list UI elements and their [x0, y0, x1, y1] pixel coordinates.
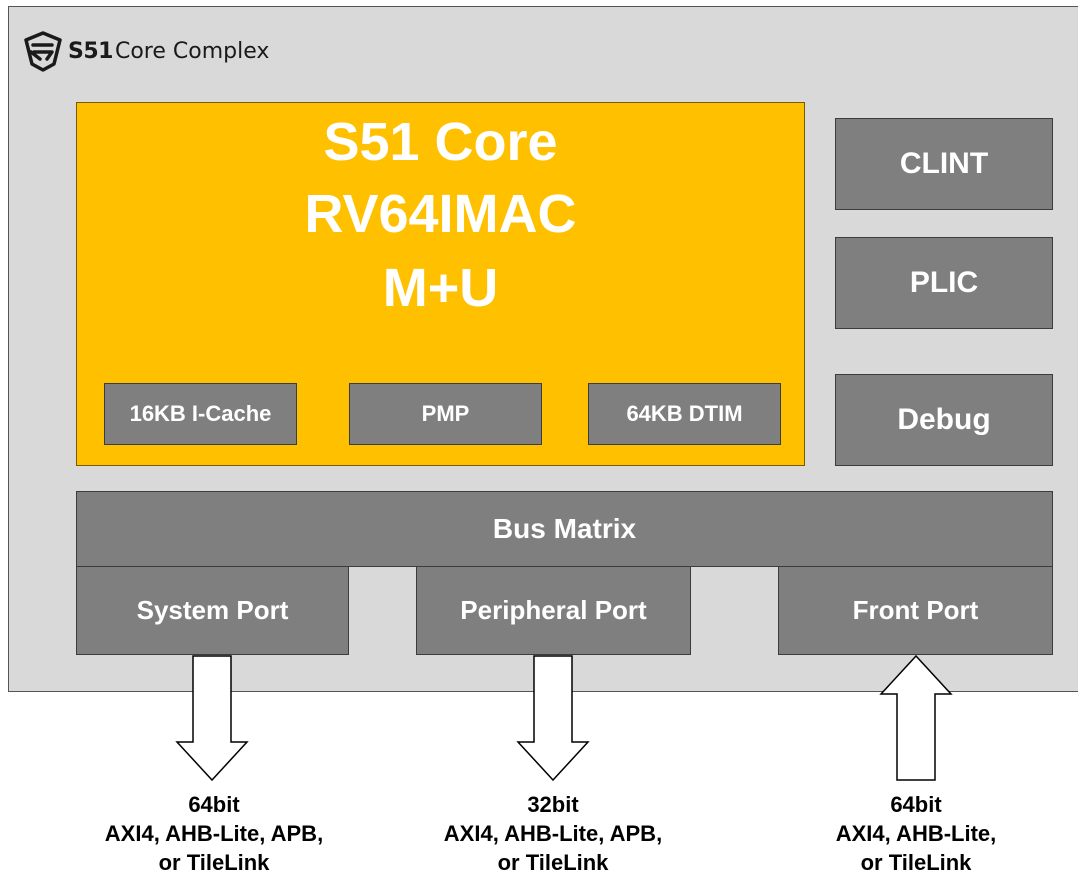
peripheral-port-block: Peripheral Port — [416, 566, 691, 655]
caption-line: or TileLink — [860, 850, 972, 875]
front-port-arrow-up — [879, 654, 953, 781]
caption-line: or TileLink — [158, 850, 270, 875]
bus-matrix-block: Bus Matrix — [76, 491, 1053, 567]
peripheral-port-caption: 32bit AXI4, AHB-Lite, APB, or TileLink — [403, 790, 703, 877]
sifive-logo-icon — [24, 31, 62, 72]
system-port-arrow-down — [175, 655, 249, 782]
complex-title-text: Core Complex — [114, 38, 270, 64]
caption-line: 64bit — [890, 792, 942, 817]
icache-block: 16KB I-Cache — [104, 383, 297, 445]
core-modes: M+U — [382, 258, 499, 318]
core-name: S51 Core — [323, 112, 558, 172]
core-isa: RV64IMAC — [304, 184, 577, 244]
caption-line: AXI4, AHB-Lite, APB, — [104, 821, 324, 846]
caption-line: AXI4, AHB-Lite, APB, — [443, 821, 663, 846]
peripheral-port-arrow-down — [516, 655, 590, 782]
system-port-block: System Port — [76, 566, 349, 655]
caption-line: 32bit — [527, 792, 579, 817]
front-port-caption: 64bit AXI4, AHB-Lite, or TileLink — [766, 790, 1066, 877]
caption-line: or TileLink — [497, 850, 609, 875]
plic-block: PLIC — [835, 237, 1053, 329]
debug-block: Debug — [835, 374, 1053, 466]
complex-brand: S51 — [68, 38, 113, 64]
clint-block: CLINT — [835, 118, 1053, 210]
caption-line: AXI4, AHB-Lite, — [835, 821, 997, 846]
pmp-block: PMP — [349, 383, 542, 445]
dtim-block: 64KB DTIM — [588, 383, 781, 445]
system-port-caption: 64bit AXI4, AHB-Lite, APB, or TileLink — [64, 790, 364, 877]
front-port-block: Front Port — [778, 566, 1053, 655]
caption-line: 64bit — [188, 792, 240, 817]
